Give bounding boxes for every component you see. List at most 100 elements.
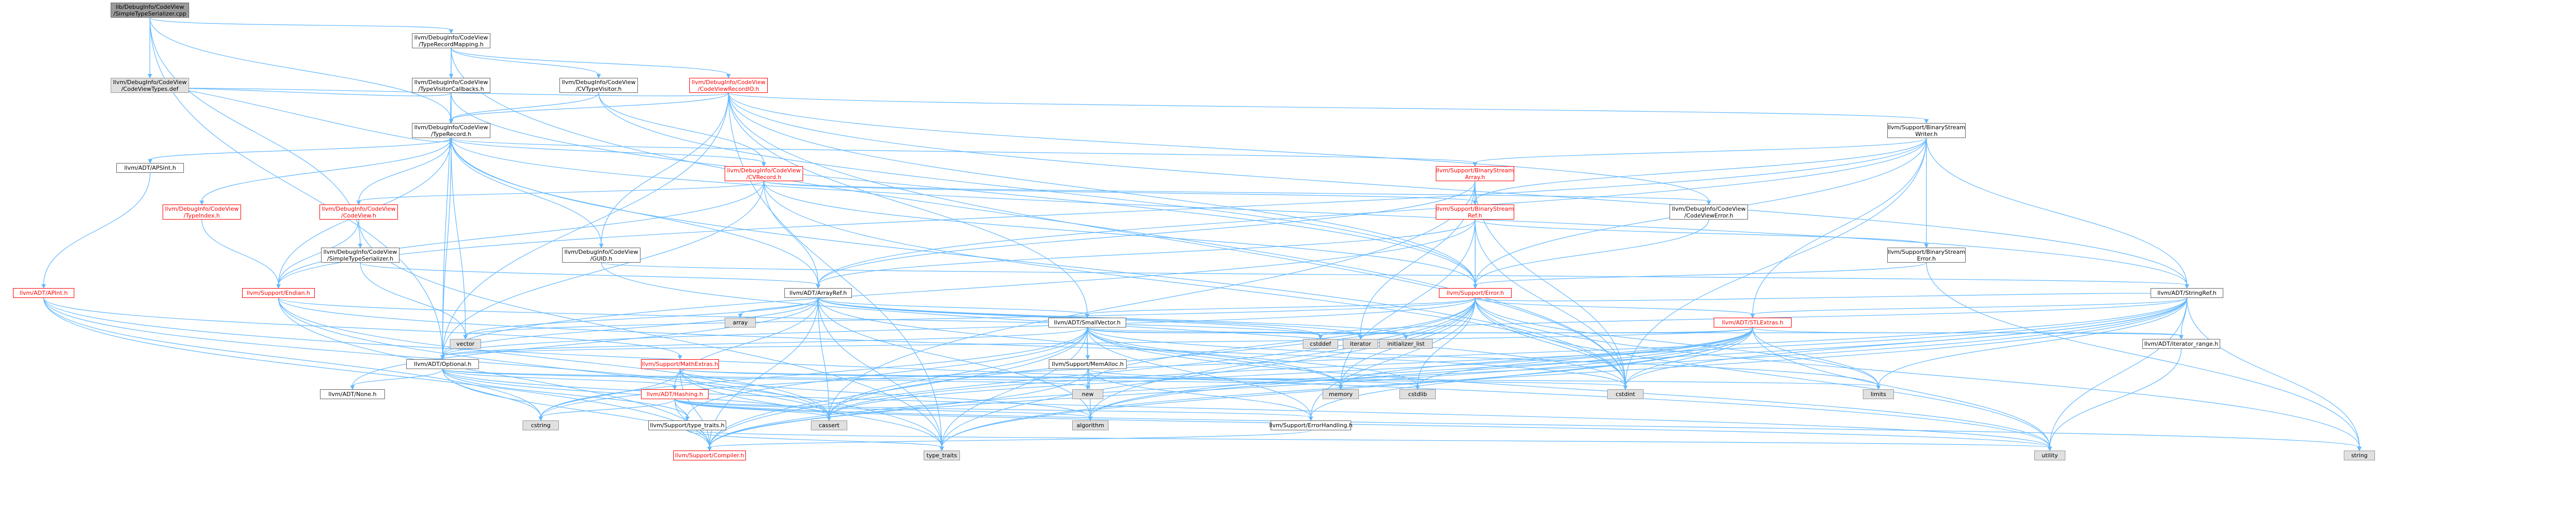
dependency-edge — [450, 138, 466, 336]
node-root[interactable]: lib/DebugInfo/CodeView/SimpleTypeSeriali… — [111, 3, 189, 18]
node-iterator-range[interactable]: llvm/ADT/iterator_range.h — [2142, 339, 2220, 349]
dependency-edge — [1752, 327, 2050, 448]
node-simple-type-serializer[interactable]: llvm/DebugInfo/CodeView/SimpleTypeSerial… — [321, 248, 399, 263]
node-type-visitor-callbacks[interactable]: llvm/DebugInfo/CodeView/TypeVisitorCallb… — [412, 78, 490, 93]
node-type-record[interactable]: llvm/DebugInfo/CodeView/TypeRecord.h — [412, 123, 490, 138]
edge-arrowhead — [685, 416, 690, 421]
dependency-edge — [709, 430, 1312, 448]
node-memory[interactable]: memory — [1323, 389, 1359, 399]
node-type-index[interactable]: llvm/DebugInfo/CodeView/TypeIndex.h — [163, 205, 241, 220]
node-cstddef[interactable]: cstddef — [1303, 339, 1338, 349]
dependency-edge — [201, 138, 452, 202]
node-cv-type-visitor[interactable]: llvm/DebugInfo/CodeView/CVTypeVisitor.h — [559, 78, 638, 93]
edge-arrowhead — [2184, 284, 2190, 289]
node-mem-alloc[interactable]: llvm/Support/MemAlloc.h — [1049, 359, 1127, 369]
node-label: /SimpleTypeSerializer.cpp — [113, 10, 186, 17]
edge-arrowhead — [1473, 162, 1477, 167]
node-array[interactable]: array — [725, 318, 756, 328]
node-cstring[interactable]: cstring — [523, 420, 559, 430]
node-codeview-types-def[interactable]: llvm/DebugInfo/CodeView/CodeViewTypes.de… — [111, 78, 189, 93]
node-initializer-list[interactable]: initializer_list — [1379, 339, 1433, 349]
node-support-error[interactable]: llvm/Support/Error.h — [1439, 288, 1512, 298]
dependency-edge — [679, 369, 830, 418]
dependency-edge — [728, 92, 2187, 285]
node-vector[interactable]: vector — [450, 339, 481, 349]
node-none[interactable]: llvm/ADT/None.h — [320, 389, 385, 399]
node-apsint[interactable]: llvm/ADT/APSInt.h — [116, 163, 184, 173]
dependency-edge — [709, 327, 1088, 448]
node-algorithm[interactable]: algorithm — [1072, 420, 1109, 430]
node-error-handling[interactable]: llvm/Support/ErrorHandling.h — [1269, 420, 1353, 430]
dependency-edge — [763, 181, 1476, 202]
node-label: llvm/ADT/SmallVector.h — [1053, 319, 1121, 326]
dependency-edge — [728, 92, 1710, 202]
node-type-traits[interactable]: type_traits — [924, 451, 960, 460]
dependency-edge — [763, 181, 1626, 387]
dependency-edge — [442, 92, 729, 357]
node-type-record-mapping[interactable]: llvm/DebugInfo/CodeView/TypeRecordMappin… — [412, 33, 490, 48]
node-label: limits — [1871, 391, 1886, 398]
node-label: /CVRecord.h — [746, 173, 782, 181]
dependency-edge — [818, 297, 1407, 336]
node-label: llvm/DebugInfo/CodeView — [113, 78, 187, 86]
node-new[interactable]: new — [1072, 389, 1103, 399]
node-codeview-record-io[interactable]: llvm/DebugInfo/CodeView/CodeViewRecordIO… — [689, 78, 768, 93]
node-apint[interactable]: llvm/ADT/APInt.h — [13, 288, 74, 298]
node-string[interactable]: string — [2344, 451, 2375, 460]
node-type-traits-h[interactable]: llvm/Support/type_traits.h — [648, 420, 726, 430]
dependency-edge — [674, 399, 2050, 448]
edge-arrowhead — [1924, 119, 1929, 124]
node-cstdlib[interactable]: cstdlib — [1399, 389, 1436, 399]
node-cstdint[interactable]: cstdint — [1607, 389, 1644, 399]
node-label: /TypeVisitorCallbacks.h — [418, 85, 484, 92]
edge-arrowhead — [738, 314, 743, 319]
node-label: llvm/DebugInfo/CodeView — [323, 248, 397, 255]
dependency-edge — [149, 87, 452, 142]
dependency-edge — [1474, 219, 1476, 285]
node-cassert[interactable]: cassert — [811, 420, 847, 430]
node-hashing[interactable]: llvm/ADT/Hashing.h — [641, 389, 709, 399]
node-string-ref[interactable]: llvm/ADT/StringRef.h — [2151, 288, 2223, 298]
node-codeview-h[interactable]: llvm/DebugInfo/CodeView/CodeView.h — [319, 205, 398, 220]
node-label: llvm/ADT/STLExtras.h — [1721, 319, 1784, 326]
node-utility[interactable]: utility — [2034, 451, 2065, 460]
edge-arrowhead — [762, 162, 766, 167]
node-cv-record[interactable]: llvm/DebugInfo/CodeView/CVRecord.h — [725, 166, 803, 181]
node-label: cstddef — [1310, 341, 1331, 347]
edge-arrowhead — [1309, 416, 1313, 421]
dependency-edge — [450, 48, 729, 75]
dependency-edge — [1474, 219, 1626, 387]
node-label: initializer_list — [1387, 341, 1425, 347]
edge-arrowhead — [449, 29, 453, 34]
edge-arrowhead — [596, 74, 601, 79]
node-label: lib/DebugInfo/CodeView — [115, 3, 184, 10]
node-endian[interactable]: llvm/Support/Endian.h — [242, 288, 315, 298]
node-small-vector[interactable]: llvm/ADT/SmallVector.h — [1048, 318, 1126, 328]
dependency-edge — [1087, 369, 1418, 387]
node-guid[interactable]: llvm/DebugInfo/CodeView/GUID.h — [562, 248, 640, 263]
edge-arrowhead — [707, 446, 712, 452]
node-label: /SimpleTypeSerializer.h — [327, 255, 394, 262]
node-label: Ref.h — [1467, 212, 1483, 219]
edge-arrowhead — [356, 200, 361, 206]
dependency-edge — [1087, 327, 1312, 418]
dependency-edge — [600, 262, 2187, 285]
node-array-ref[interactable]: llvm/ADT/ArrayRef.h — [784, 288, 852, 298]
node-stl-extras[interactable]: llvm/ADT/STLExtras.h — [1714, 318, 1792, 328]
dependency-edge — [442, 369, 541, 418]
node-compiler[interactable]: llvm/Support/Compiler.h — [673, 451, 746, 460]
dependency-edge — [442, 369, 688, 418]
node-math-extras[interactable]: llvm/Support/MathExtras.h — [641, 359, 719, 369]
node-codeview-error[interactable]: llvm/DebugInfo/CodeView/CodeViewError.h — [1670, 205, 1748, 220]
node-iterator[interactable]: iterator — [1343, 339, 1378, 349]
dependency-edge — [450, 138, 1626, 387]
node-optional[interactable]: llvm/ADT/Optional.h — [406, 359, 479, 369]
dependency-edge — [818, 297, 1088, 315]
node-limits[interactable]: limits — [1863, 389, 1894, 399]
dependency-edge — [1090, 297, 2187, 418]
